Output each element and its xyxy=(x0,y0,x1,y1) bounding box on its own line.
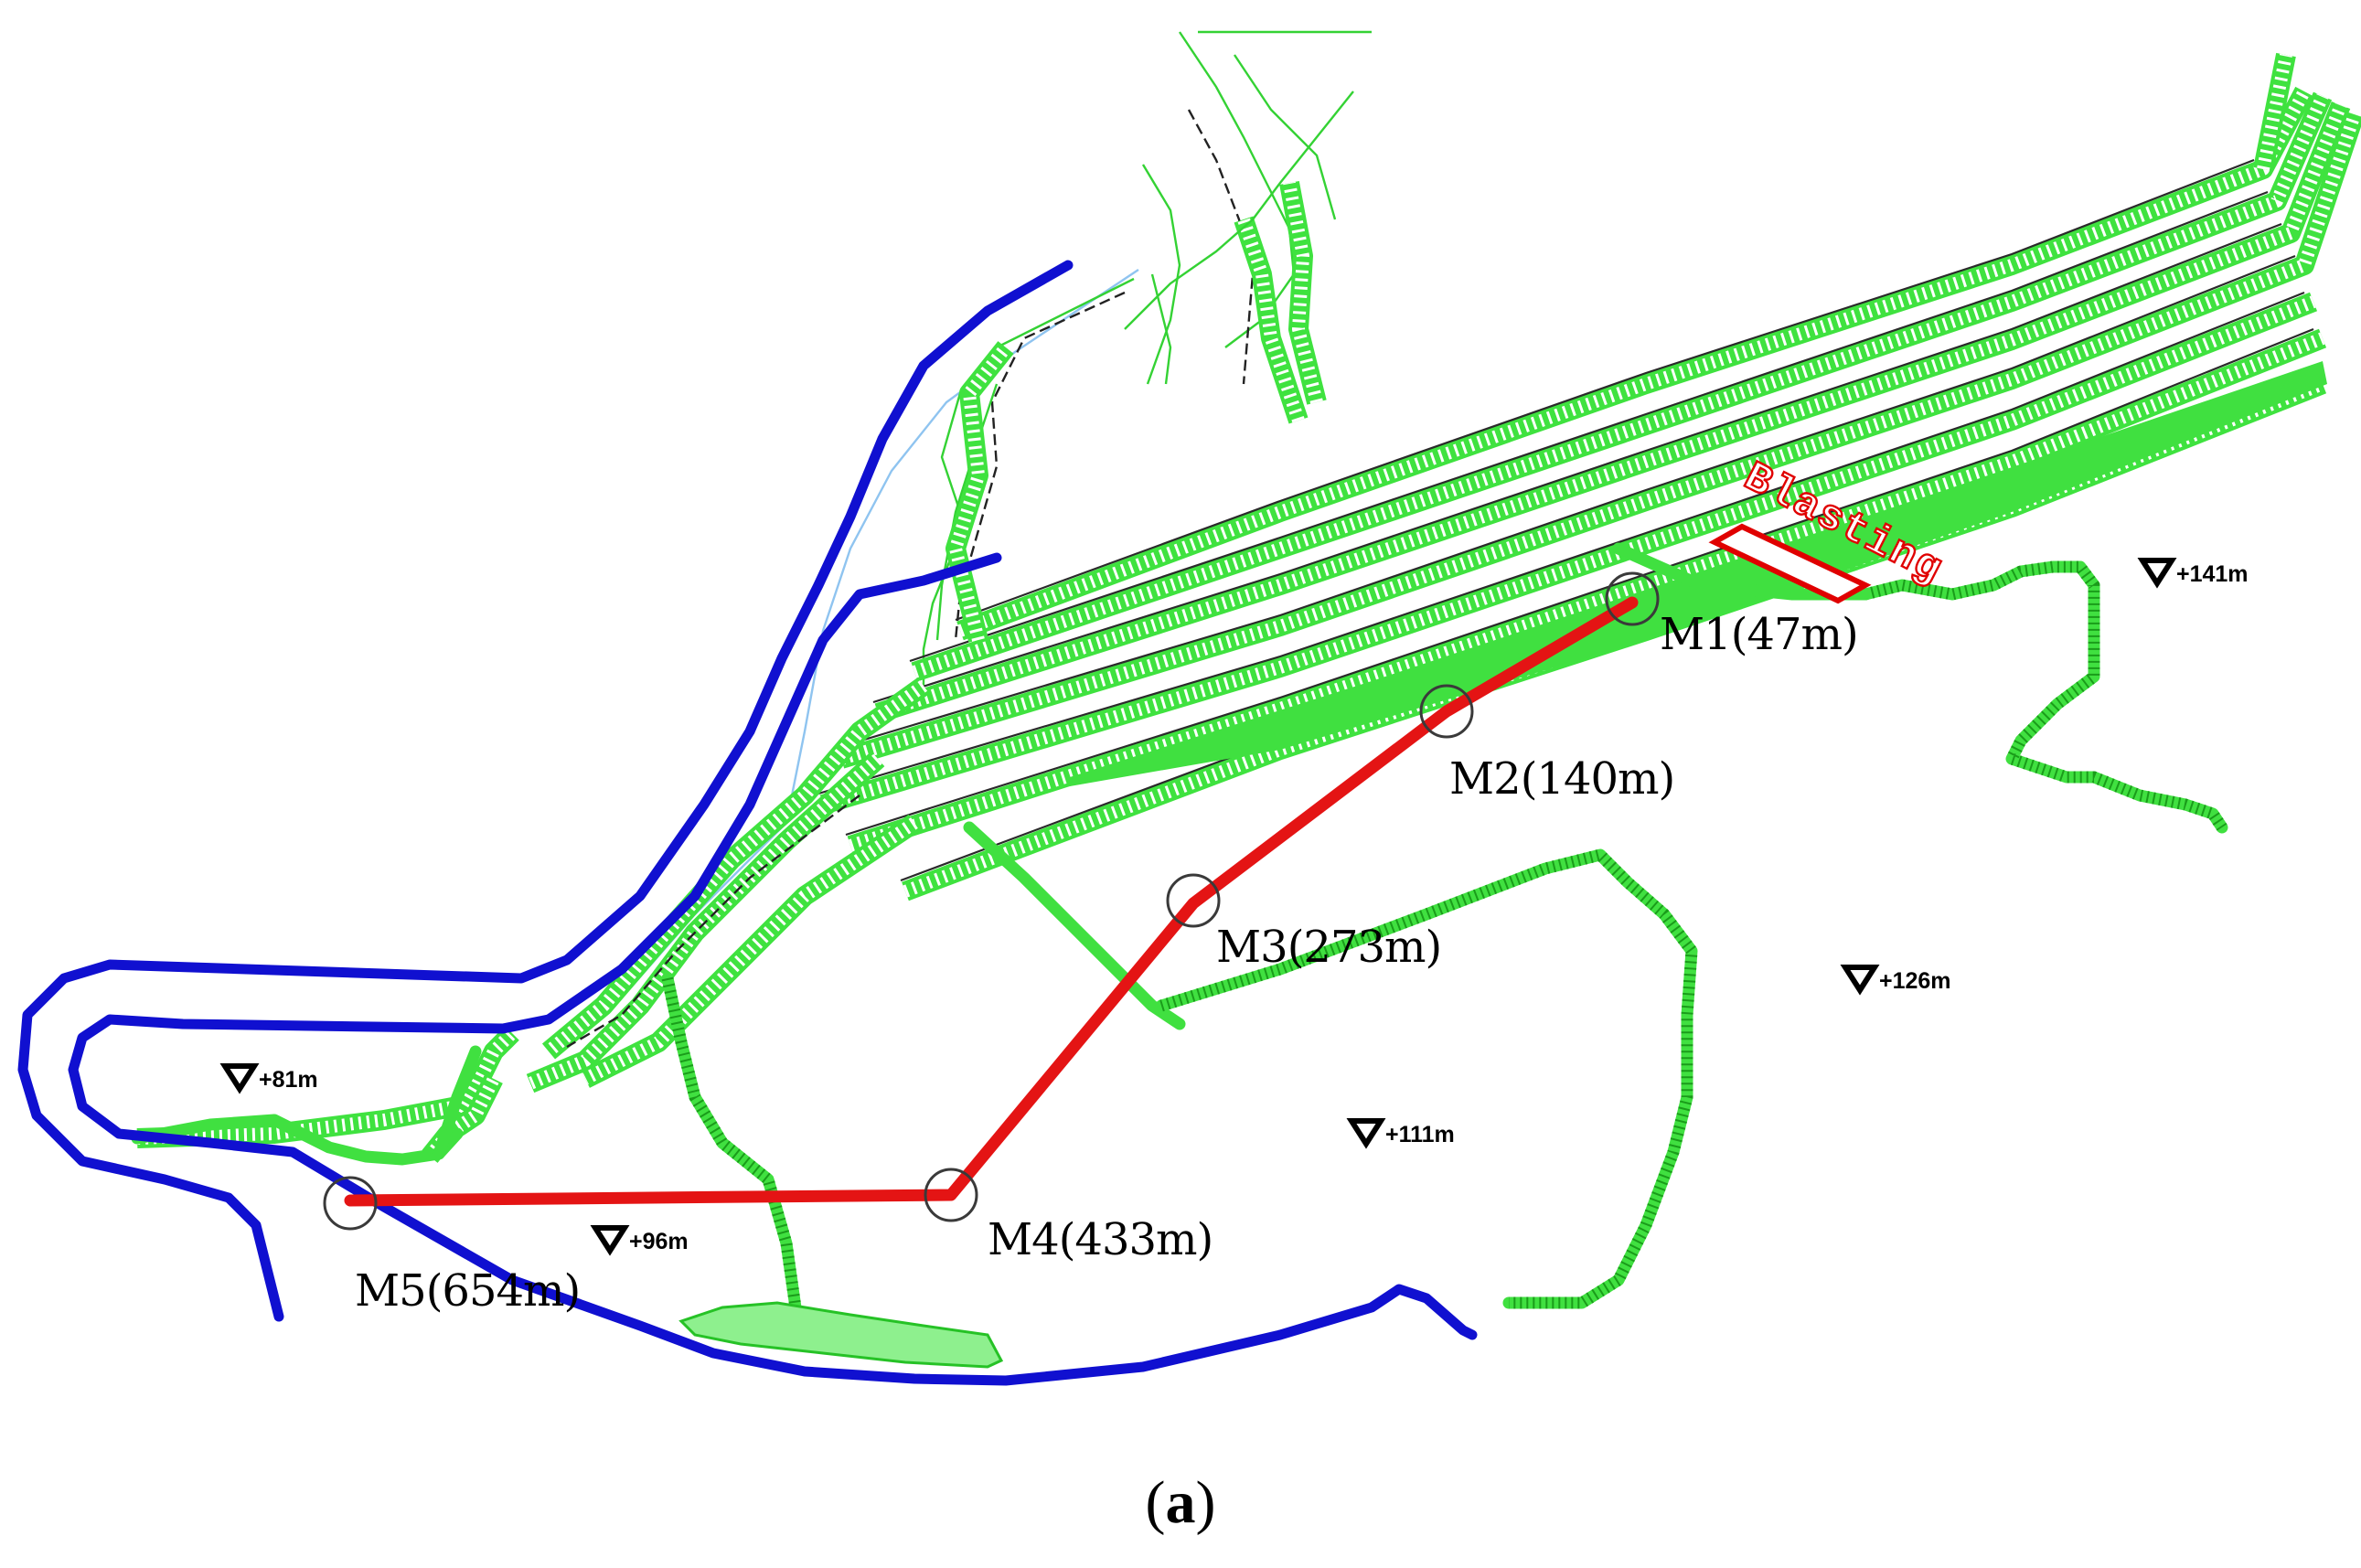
pit-toe xyxy=(1070,361,2327,786)
elevation-96-label: +96m xyxy=(629,1229,689,1254)
elevation-triangle-icon xyxy=(1346,1118,1386,1149)
station-m1-marker[interactable] xyxy=(1605,571,1660,626)
station-m2-label: M2(140m) xyxy=(1449,753,1674,805)
monitoring-stations xyxy=(323,571,1660,1231)
station-labels: M1(47m) M2(140m) M3(273m) M4(433m) M5(65… xyxy=(355,609,1859,1317)
elevation-triangle-icon xyxy=(1840,965,1880,996)
elevation-96: +96m xyxy=(590,1225,689,1256)
station-m5-marker[interactable] xyxy=(323,1176,378,1231)
station-m1-label: M1(47m) xyxy=(1660,609,1858,660)
caption-letter: a xyxy=(1166,1469,1196,1536)
elevation-triangle-icon xyxy=(590,1225,630,1256)
elevation-141-label: +141m xyxy=(2176,561,2249,587)
elevation-triangle-icon xyxy=(219,1063,260,1094)
pit-benches xyxy=(136,52,2361,1163)
figure-caption: (a) xyxy=(1146,1469,1216,1536)
station-m3-marker[interactable] xyxy=(1166,873,1221,928)
blasting-area xyxy=(1708,523,1872,604)
elevation-126-label: +126m xyxy=(1879,968,1951,994)
river xyxy=(17,260,1478,1386)
elevation-markers: +141m +126m +111m +96m +81m xyxy=(219,558,2249,1256)
station-m2-marker[interactable] xyxy=(1419,684,1474,739)
monitoring-line xyxy=(344,596,1639,1207)
station-m5-label: M5(654m) xyxy=(355,1265,580,1317)
elevation-111: +111m xyxy=(1346,1118,1455,1149)
haul-roads xyxy=(131,91,2228,1341)
elevation-81: +81m xyxy=(219,1063,318,1094)
station-m4-label: M4(433m) xyxy=(988,1214,1213,1265)
elevation-126: +126m xyxy=(1840,965,1951,996)
upper-contours xyxy=(1141,30,1372,385)
elevation-triangle-icon xyxy=(2137,558,2177,589)
stockpile xyxy=(678,1301,1004,1369)
elevation-81-label: +81m xyxy=(259,1067,318,1093)
elevation-111-label: +111m xyxy=(1385,1122,1455,1147)
elevation-141: +141m xyxy=(2137,558,2249,589)
station-m4-marker[interactable] xyxy=(924,1168,978,1222)
station-m3-label: M3(273m) xyxy=(1216,922,1441,973)
